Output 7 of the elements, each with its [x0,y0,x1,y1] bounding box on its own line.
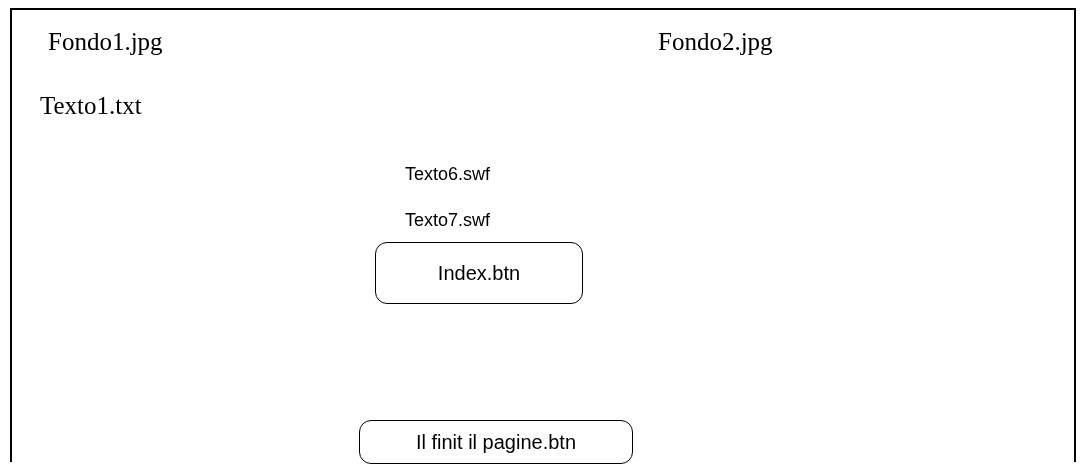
button-box: Il finit il pagine.btn [359,420,633,464]
file-name-label: Texto6.swf [405,164,491,185]
file-name-label: Fondo1.jpg [48,28,163,56]
button-box: Index.btn [375,242,583,304]
file-name-label: Fondo2.jpg [658,28,773,56]
file-name-label: Texto1.txt [40,92,142,120]
file-name-label: Texto7.swf [405,210,491,231]
